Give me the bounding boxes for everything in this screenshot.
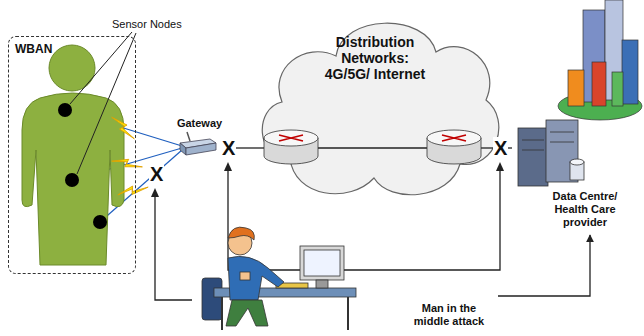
leader-line: [70, 32, 136, 174]
node-label: Data Centre/ Health Care provider: [537, 190, 633, 229]
server-rack: [522, 140, 544, 141]
node-label: WBAN: [15, 42, 52, 56]
attack-mark: X: [493, 137, 508, 159]
attack-line: [224, 162, 232, 171]
node-label: Distribution Networks: 4G/5G/ Internet: [320, 34, 430, 82]
server-rack: [518, 120, 584, 186]
network-link: [250, 147, 264, 148]
city-buildings: [592, 62, 606, 106]
router-icon: [264, 130, 318, 146]
server-rack: [522, 150, 544, 151]
router-icon: [279, 135, 303, 141]
router-icon: [427, 130, 481, 164]
person-figure: [49, 45, 95, 91]
attack-line: [155, 194, 192, 300]
city-buildings: [568, 70, 584, 106]
hacker-figure: [221, 297, 223, 330]
attack-mark: X: [221, 137, 236, 159]
gateway-device: [186, 143, 216, 155]
hacker-figure: [228, 256, 284, 300]
server-rack: [550, 132, 574, 133]
gateway-device: [180, 132, 216, 155]
leader-line: [77, 33, 136, 174]
hacker-figure: [300, 246, 344, 280]
lightning-bolt: [118, 177, 148, 206]
network-cloud: Distribution Networks: 4G/5G/ Internet: [250, 8, 500, 208]
hacker-figure: [316, 280, 328, 288]
lightning-bolt: [108, 117, 149, 205]
server-rack: [570, 159, 584, 165]
city-buildings: [612, 72, 623, 106]
gateway-device: [180, 143, 186, 155]
sensor-node: [58, 103, 72, 117]
router-icon: [264, 130, 318, 164]
hacker-figure: [304, 250, 340, 276]
hacker-figure: [347, 297, 349, 330]
cloud-outline: [262, 23, 499, 195]
city-buildings: [622, 40, 638, 104]
hacker-figure: [228, 227, 254, 240]
city-buildings: [558, 0, 642, 120]
node-label: Man in the middle attack: [403, 302, 495, 328]
sensor-node: [58, 103, 107, 229]
attack-line: [228, 168, 270, 270]
callout-label: Sensor Nodes: [112, 18, 182, 30]
hacker-figure: [202, 227, 356, 330]
attacker-node: Man in the middle attack: [190, 222, 498, 334]
hacker-figure: [202, 278, 222, 320]
attack-line: [151, 188, 159, 197]
attack-line: [496, 162, 504, 171]
router-icon: [442, 135, 466, 141]
lightning-bolt: [112, 153, 143, 174]
data-centre-node: Data Centre/ Health Care provider: [512, 113, 640, 235]
lightning-bolt: [108, 117, 139, 139]
network-connector: [498, 235, 590, 296]
server-rack: [550, 142, 574, 143]
gateway-device: [187, 132, 190, 141]
node-label: Gateway: [170, 117, 229, 129]
attack-mark: X: [149, 163, 164, 185]
wban-region: WBAN: [8, 36, 136, 274]
person-figure: [22, 93, 124, 265]
sensor-node: [65, 173, 79, 187]
hacker-figure: [226, 300, 268, 326]
hacker-figure: [240, 272, 250, 280]
leader-line: [70, 32, 132, 104]
person-figure: [22, 45, 124, 265]
network-link: [318, 147, 427, 148]
router-icon: [427, 130, 481, 146]
sensor-node: [93, 215, 107, 229]
server-rack: [518, 128, 548, 186]
